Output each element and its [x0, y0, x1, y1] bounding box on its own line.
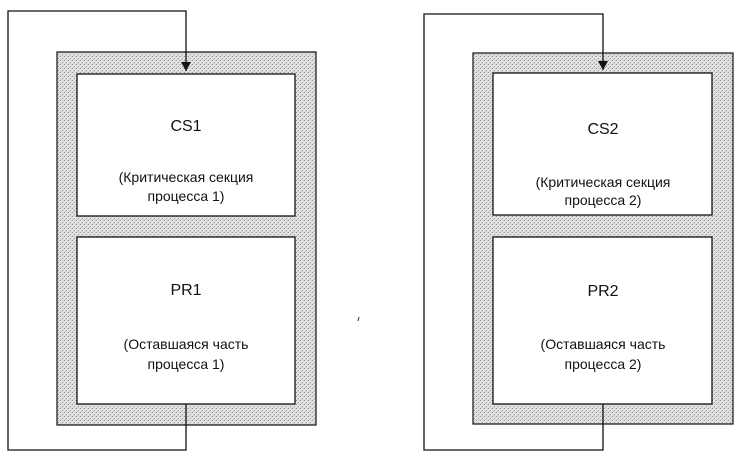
- remainder-section-2-desc-line1: (Оставшаяся часть: [541, 336, 666, 352]
- critical-section-2-desc-line2: процесса 2): [565, 192, 642, 208]
- critical-section-2-box: [492, 72, 713, 216]
- remainder-section-1: PR1 (Оставшаяся часть процесса 1): [76, 236, 296, 405]
- critical-section-1-desc-line1: (Критическая секция: [119, 169, 254, 185]
- critical-section-1: CS1 (Критическая секция процесса 1): [76, 73, 296, 217]
- remainder-section-1-desc-line2: процесса 1): [148, 356, 225, 372]
- critical-section-2-desc-line1: (Критическая секция: [536, 174, 671, 190]
- critical-section-1-title: CS1: [170, 118, 201, 135]
- remainder-section-1-desc-line1: (Оставшаяся часть: [124, 336, 249, 352]
- critical-section-1-desc-line2: процесса 1): [148, 188, 225, 204]
- critical-section-2: CS2 (Критическая секция процесса 2): [492, 72, 713, 216]
- process-1: CS1 (Критическая секция процесса 1) PR1 …: [7, 10, 317, 451]
- remainder-section-2-title: PR2: [587, 283, 618, 300]
- remainder-section-2-desc-line2: процесса 2): [565, 356, 642, 372]
- loop-arrow-2: [423, 13, 608, 451]
- remainder-section-2: PR2 (Оставшаяся часть процесса 2): [492, 236, 713, 405]
- scan-speck: [357, 316, 360, 322]
- remainder-section-1-title: PR1: [170, 282, 201, 299]
- critical-section-2-title: CS2: [587, 121, 618, 138]
- process-2: CS2 (Критическая секция процесса 2) PR2 …: [423, 13, 734, 451]
- remainder-section-2-box: [492, 236, 713, 405]
- remainder-section-1-box: [76, 236, 296, 405]
- loop-arrow-1: [7, 10, 191, 451]
- critical-section-1-box: [76, 73, 296, 217]
